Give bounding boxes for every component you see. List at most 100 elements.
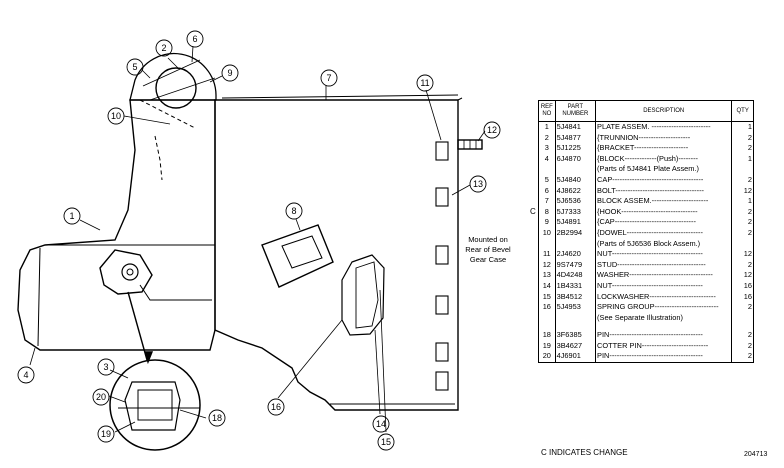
qty-cell: 2 — [747, 340, 752, 350]
change-legend: C INDICATES CHANGE — [541, 448, 628, 457]
callout-12: 12 — [487, 125, 497, 135]
part-number-cell: 5J4891 — [555, 217, 597, 228]
ref-cell: 19 — [538, 340, 556, 352]
description-cell: {TRUNNION--------------------- — [595, 132, 733, 144]
description-cell: NUT------------------------------------- — [595, 280, 733, 292]
part-number-cell — [555, 238, 597, 250]
qty-cell: 2 — [747, 217, 752, 227]
callout-5: 5 — [132, 62, 137, 72]
ref-cell: 14 — [538, 280, 556, 292]
description-cell: BLOCK ASSEM.----------------------- — [595, 196, 733, 207]
qty-cell: 2 — [747, 227, 752, 237]
bracket — [99, 249, 153, 295]
part-number-cell — [555, 312, 597, 324]
ref-cell: 20 — [538, 351, 556, 363]
part-number-cell: 4J8622 — [555, 185, 597, 197]
callout-8: 8 — [291, 206, 296, 216]
ref-cell: 18 — [538, 330, 556, 341]
ref-cell: 5 — [538, 174, 556, 186]
qty-cell: 2 — [747, 206, 752, 216]
qty-cell: 1 — [747, 153, 752, 163]
description-cell: {BRACKET---------------------- — [595, 143, 733, 154]
part-number-cell: 5J1225 — [555, 143, 597, 154]
description-cell — [595, 323, 733, 331]
ref-cell: 1 — [538, 121, 556, 133]
ref-cell: 2 — [538, 132, 556, 144]
ref-cell — [538, 238, 556, 250]
header-part-number: PART NUMBER — [554, 100, 597, 122]
header-ref-no: REF NO — [538, 100, 556, 122]
plate-assembly-outline — [17, 99, 216, 351]
callout-10: 10 — [111, 111, 121, 121]
callout-9: 9 — [227, 68, 232, 78]
part-number-cell: 3F6385 — [555, 330, 597, 341]
part-number-cell: 2B2994 — [555, 227, 597, 239]
description-cell: {HOOK------------------------------- — [595, 206, 733, 218]
ref-cell: 12 — [538, 259, 556, 271]
description-cell: STUD------------------------------------ — [595, 259, 733, 271]
qty-cell — [732, 164, 754, 175]
spring-group — [341, 254, 385, 336]
description-cell: {CAP--------------------------------- — [595, 217, 733, 228]
description-cell: LOCKWASHER--------------------------- — [595, 291, 733, 303]
callout-18: 18 — [212, 413, 222, 423]
callout-circles — [17, 30, 501, 451]
table-row: (Parts of 5J6536 Block Assem.) — [538, 238, 754, 250]
qty-cell: 12 — [743, 249, 752, 259]
callout-14: 14 — [376, 419, 386, 429]
table-row — [538, 323, 754, 331]
leader-lines — [29, 45, 486, 433]
qty-cell — [732, 313, 754, 324]
description-cell: WASHER---------------------------------- — [595, 270, 733, 281]
part-number-cell: 5J4841 — [555, 121, 597, 133]
description-cell: PIN-------------------------------------… — [595, 330, 733, 341]
description-cell: BOLT------------------------------------ — [595, 185, 733, 197]
part-number-cell: 5J4953 — [555, 302, 597, 313]
part-number-cell: 4J6901 — [555, 351, 597, 363]
qty-cell: 12 — [743, 185, 752, 195]
callout-3: 3 — [103, 362, 108, 372]
figure-number: 204713 — [744, 451, 768, 458]
part-number-cell: 1B4331 — [555, 280, 597, 292]
qty-cell: 16 — [743, 291, 752, 301]
qty-cell: 16 — [743, 280, 752, 290]
part-number-cell: 5J4840 — [555, 174, 597, 186]
callout-2: 2 — [161, 43, 166, 53]
part-number-cell — [555, 323, 597, 331]
callout-20: 20 — [96, 392, 106, 402]
part-number-cell: 3B4627 — [555, 340, 597, 352]
part-number-cell: 2J4620 — [555, 249, 597, 260]
description-cell: (Parts of 5J4841 Plate Assem.) — [595, 164, 733, 175]
qty-cell: 2 — [747, 351, 752, 361]
part-number-cell: 5J4877 — [555, 132, 597, 144]
trunnion-cap — [129, 52, 217, 101]
description-cell: {BLOCK-------------(Push)-------- — [595, 153, 733, 165]
ref-cell — [538, 312, 556, 324]
header-qty: QTY — [731, 100, 754, 122]
description-cell: PLATE ASSEM. ------------------------ — [595, 121, 733, 133]
detail-view-circle — [109, 359, 201, 451]
part-number-cell: 4D4248 — [555, 270, 597, 281]
block-assembly-outline — [214, 99, 459, 411]
table-row: (Parts of 5J4841 Plate Assem.) — [538, 164, 754, 175]
ref-cell: 10 — [538, 227, 556, 239]
qty-cell: 2 — [747, 132, 752, 142]
ref-cell: 3 — [538, 143, 556, 154]
callout-15: 15 — [381, 437, 391, 447]
qty-cell: 2 — [747, 143, 752, 153]
callout-19: 19 — [101, 429, 111, 439]
qty-cell: 2 — [747, 302, 752, 312]
callout-7: 7 — [326, 73, 331, 83]
